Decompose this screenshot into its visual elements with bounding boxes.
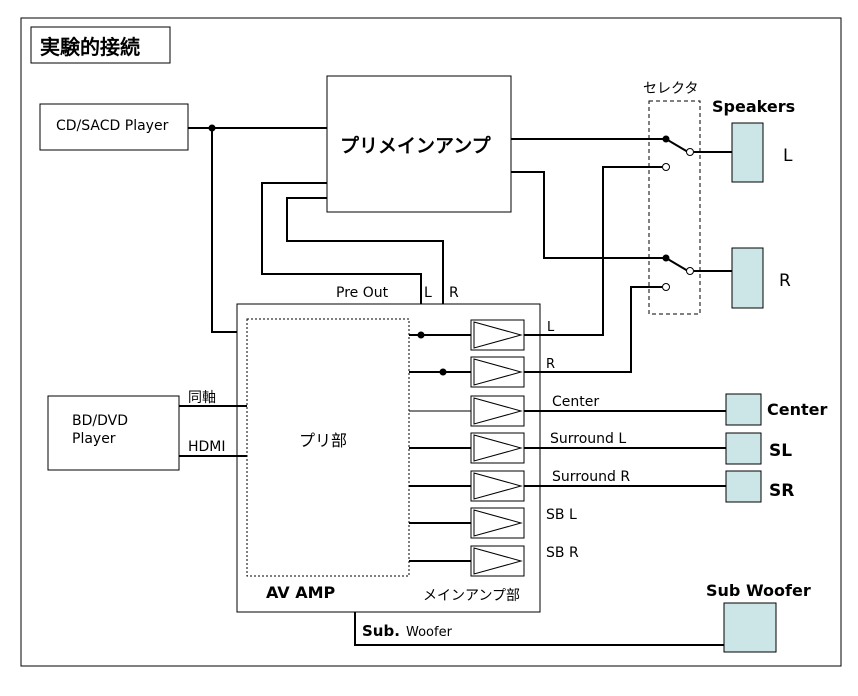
- amp-channel-sl: [470, 432, 525, 464]
- speaker-sub-woofer: [723, 602, 777, 653]
- selector-r-switch: [665, 257, 689, 272]
- premain-out-r-line: [511, 171, 666, 259]
- amp-channel-l: [470, 319, 525, 351]
- speaker-sr-label: SR: [769, 481, 794, 501]
- speaker-center-label: Center: [767, 400, 827, 419]
- sub-woofer-wire: [354, 612, 724, 646]
- speaker-sl: [725, 432, 762, 465]
- preout-l-dot: [417, 331, 425, 339]
- pre-section-box: [246, 318, 410, 577]
- pre-out-l-label: L: [424, 285, 432, 301]
- avamp-l-to-selector: [524, 166, 662, 336]
- sub-woofer-label: Sub Woofer: [706, 581, 811, 600]
- selector-r-common: [686, 267, 694, 275]
- pre-main-amp-box: [326, 75, 512, 213]
- avamp-r-to-selector: [524, 286, 662, 373]
- amp-channel-center: [470, 395, 525, 427]
- preout-l-line: [261, 182, 422, 335]
- speaker-sl-label: SL: [769, 441, 792, 461]
- bd-player-label-2: Player: [72, 431, 116, 447]
- main-amp-section-label: メインアンプ部: [423, 588, 520, 604]
- coax-label: 同軸: [188, 390, 216, 406]
- bd-player-label-1: BD/DVD: [72, 413, 128, 429]
- speaker-front-l-label: L: [783, 146, 793, 166]
- hdmi-label: HDMI: [188, 439, 226, 455]
- speaker-front-r-label: R: [779, 271, 791, 291]
- cd-to-avamp-line: [211, 128, 249, 333]
- selector-l-contact-b: [662, 163, 670, 171]
- pre-out-label: Pre Out: [336, 285, 389, 301]
- selector-l-common: [686, 148, 694, 156]
- pre-main-amp-label: プリメインアンプ: [340, 134, 492, 157]
- channel-sl-label: Surround L: [550, 431, 626, 447]
- amp-channel-sr: [470, 470, 525, 502]
- selector-l-switch: [665, 138, 689, 153]
- amp-channel-sbr: [470, 545, 525, 577]
- cd-player-box: [39, 103, 189, 151]
- sub-suffix-label: Woofer: [406, 625, 453, 640]
- speaker-center: [725, 393, 762, 426]
- channel-sr-label: Surround R: [552, 469, 630, 485]
- diagram-frame: [20, 17, 842, 667]
- bd-player-box: [47, 395, 180, 471]
- preout-r-line: [286, 197, 444, 372]
- speaker-front-r: [731, 247, 764, 309]
- title-box: [30, 26, 171, 64]
- av-amp-label: AV AMP: [266, 583, 336, 602]
- channel-center-label: Center: [552, 394, 599, 410]
- selector-label: セレクタ: [643, 81, 698, 97]
- selector-r-contact-b: [662, 283, 670, 291]
- channel-sbr-label: SB R: [546, 545, 579, 561]
- pre-section-label: プリ部: [299, 431, 347, 450]
- selector-box: [648, 100, 701, 315]
- amp-channel-sbl: [470, 507, 525, 539]
- speakers-label: Speakers: [712, 97, 795, 116]
- pre-out-r-label: R: [449, 285, 459, 301]
- amp-channel-r: [470, 356, 525, 388]
- speaker-sr: [725, 470, 762, 503]
- channel-r-label: R: [546, 357, 555, 372]
- diagram-title: 実験的接続: [40, 35, 140, 59]
- preout-r-dot: [439, 368, 447, 376]
- sub-prefix-label: Sub.: [362, 622, 400, 640]
- speaker-front-l: [731, 122, 764, 183]
- channel-l-label: L: [547, 320, 555, 335]
- channel-sbl-label: SB L: [546, 507, 577, 523]
- cd-player-label: CD/SACD Player: [56, 118, 169, 134]
